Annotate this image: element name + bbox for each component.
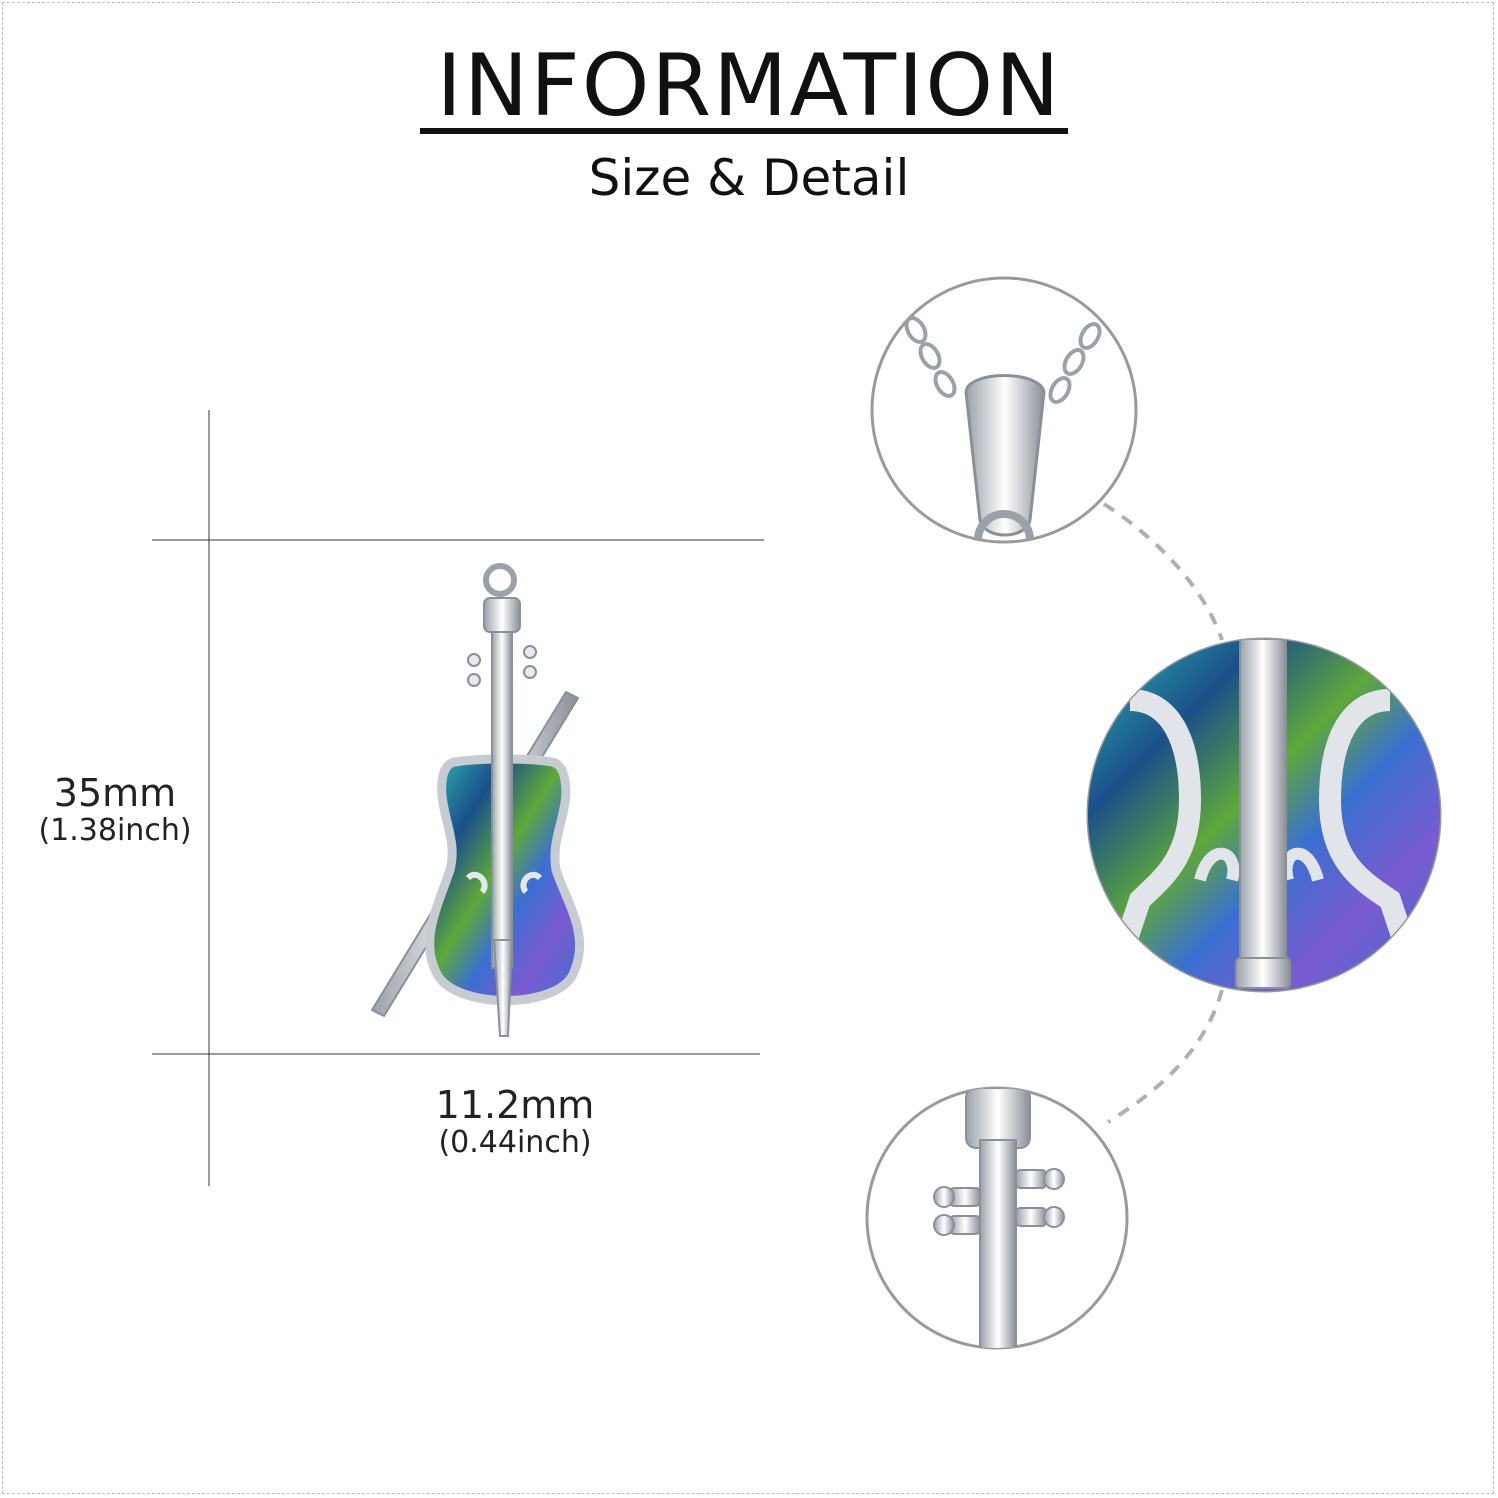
pendant-bail xyxy=(483,563,517,597)
bail-closeup xyxy=(964,374,1046,537)
height-dimension-label: 35mm (1.38inch) xyxy=(20,772,210,848)
connector-top xyxy=(1102,502,1224,641)
dimension-guides xyxy=(152,410,764,1186)
detail-circle-body xyxy=(1086,637,1442,993)
width-dimension-label: 11.2mm (0.44inch) xyxy=(400,1084,630,1160)
violin-pendant xyxy=(370,563,585,1037)
title-underline xyxy=(420,128,1068,134)
detail-connectors xyxy=(1102,502,1224,1124)
width-mm: 11.2mm xyxy=(435,1083,595,1127)
height-inch: (1.38inch) xyxy=(38,813,192,848)
violin-scroll xyxy=(483,597,521,633)
detail-circle-bail xyxy=(870,276,1138,544)
violin-tailpiece xyxy=(492,939,514,1037)
page-subtitle: Size & Detail xyxy=(588,149,910,207)
connector-bottom xyxy=(1106,989,1224,1124)
violin-neck xyxy=(491,597,513,969)
detail-circle-pegs xyxy=(865,1086,1129,1350)
page-title: INFORMATION xyxy=(436,36,1062,136)
height-mm: 35mm xyxy=(53,771,177,815)
width-inch: (0.44inch) xyxy=(438,1125,592,1160)
